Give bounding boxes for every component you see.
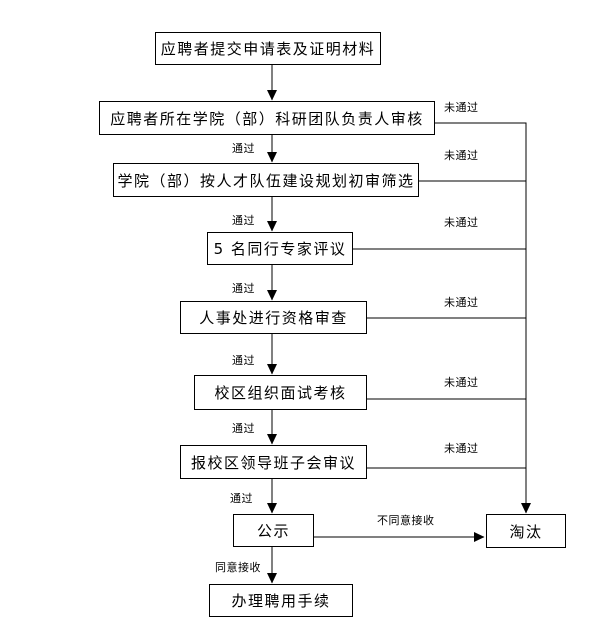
edge-label-agree-accept: 同意接收	[215, 561, 261, 574]
step-hr-qualification-review: 人事处进行资格审查	[180, 301, 367, 334]
edge-label-pass-3: 通过	[232, 282, 255, 295]
step-college-initial-screening: 学院（部）按人才队伍建设规划初审筛选	[113, 163, 419, 197]
edge-label-fail-4: 未通过	[444, 296, 479, 309]
edge-label-fail-2: 未通过	[444, 149, 479, 162]
edge-label-fail-5: 未通过	[444, 376, 479, 389]
step-hiring-procedures: 办理聘用手续	[209, 584, 353, 617]
node-eliminated: 淘汰	[486, 514, 566, 548]
step-public-announcement: 公示	[233, 514, 314, 547]
step-peer-expert-review: 5 名同行专家评议	[207, 232, 353, 265]
edge-label-fail-6: 未通过	[444, 442, 479, 455]
edge-label-pass-5: 通过	[232, 422, 255, 435]
step-team-leader-review: 应聘者所在学院（部）科研团队负责人审核	[99, 101, 435, 135]
step-submit-materials: 应聘者提交申请表及证明材料	[155, 32, 381, 65]
step-campus-interview: 校区组织面试考核	[194, 375, 367, 410]
edge-label-pass-1: 通过	[232, 142, 255, 155]
edge-label-disagree-accept: 不同意接收	[377, 514, 435, 527]
edge-label-fail-1: 未通过	[444, 101, 479, 114]
edge-label-pass-4: 通过	[232, 354, 255, 367]
edge-label-pass-6: 通过	[230, 492, 253, 505]
edge-label-pass-2: 通过	[232, 214, 255, 227]
step-leadership-deliberation: 报校区领导班子会审议	[180, 445, 367, 479]
edge-label-fail-3: 未通过	[444, 216, 479, 229]
